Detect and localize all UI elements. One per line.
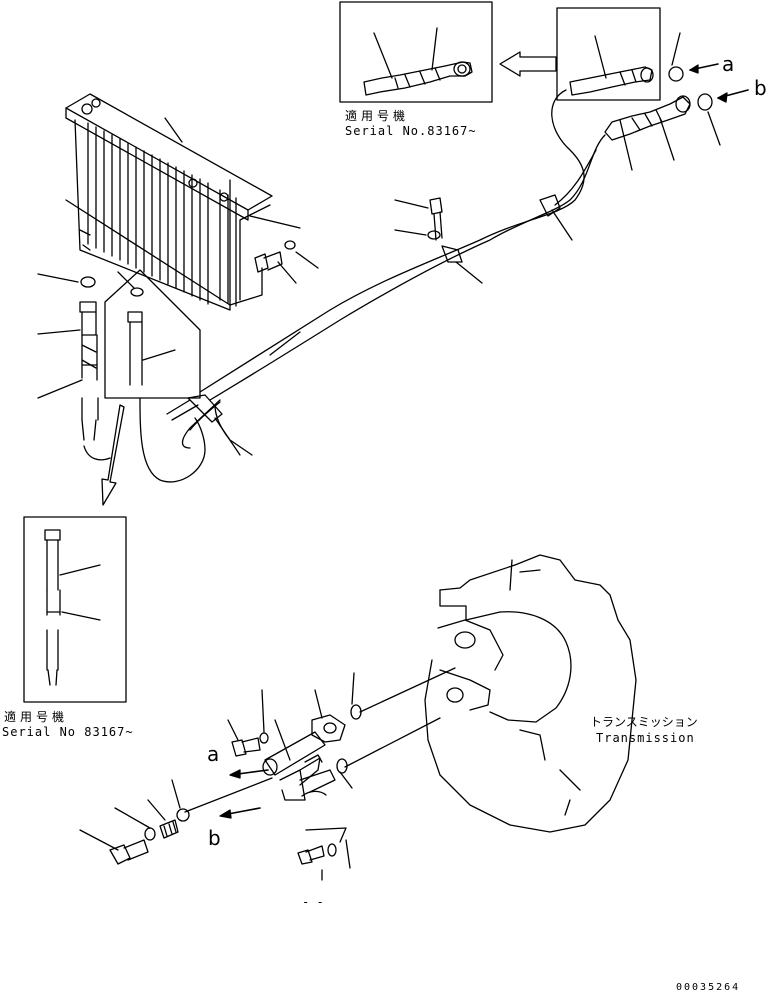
hose-pair-long: [166, 89, 606, 456]
callout-b-top: b: [754, 76, 767, 100]
clamp-upper: [539, 194, 573, 241]
oil-cooler: [65, 93, 273, 311]
inset-polygon-middle: [104, 269, 206, 483]
callout-arrow-a-bottom: [229, 769, 269, 779]
manifold-block: [262, 689, 346, 801]
serial-note-top-en: Serial No.83167~: [345, 124, 477, 138]
serial-note-bottom-jp: 適用号機: [4, 710, 69, 724]
bolt-and-washer-mid: [394, 197, 443, 241]
inset-box-lower-left: [23, 516, 127, 703]
o-rings-trans: [336, 672, 362, 789]
callout-a-bottom: a: [207, 742, 220, 766]
hollow-arrow: [499, 51, 557, 77]
callout-b-bottom: b: [208, 826, 221, 850]
serial-note-top-jp: 適用号機: [345, 109, 410, 123]
part-number: 00035264: [676, 982, 741, 993]
callout-arrow-b-bottom: [219, 807, 261, 819]
o-ring-a: [668, 32, 719, 82]
bolt-manifold: [227, 689, 269, 757]
bolt-and-washer-cooler: [249, 215, 319, 284]
o-ring-b: [697, 89, 749, 146]
transmission-housing: [424, 554, 637, 833]
hose-left: [37, 301, 111, 461]
inset-box-hose-end: [556, 7, 661, 101]
stray-mark: - -: [302, 895, 324, 909]
clamp-middle: [441, 245, 483, 284]
callout-a-top: a: [722, 52, 735, 76]
bolt-lower: [297, 827, 351, 881]
transmission-label-en: Transmission: [596, 731, 695, 745]
alignment-lines: [184, 667, 456, 813]
serial-note-bottom-en: Serial No 83167~: [2, 725, 134, 739]
transmission-label-jp: トランスミッション: [590, 715, 698, 729]
clamp-lower: [187, 394, 241, 456]
o-ring-inset: [117, 271, 144, 297]
o-ring-left: [37, 273, 96, 288]
hose-fitting-right: [604, 95, 691, 171]
hollow-arrow-down: [101, 404, 125, 506]
inset-box-serial-top: [339, 1, 493, 103]
plug-assembly: [79, 779, 190, 865]
